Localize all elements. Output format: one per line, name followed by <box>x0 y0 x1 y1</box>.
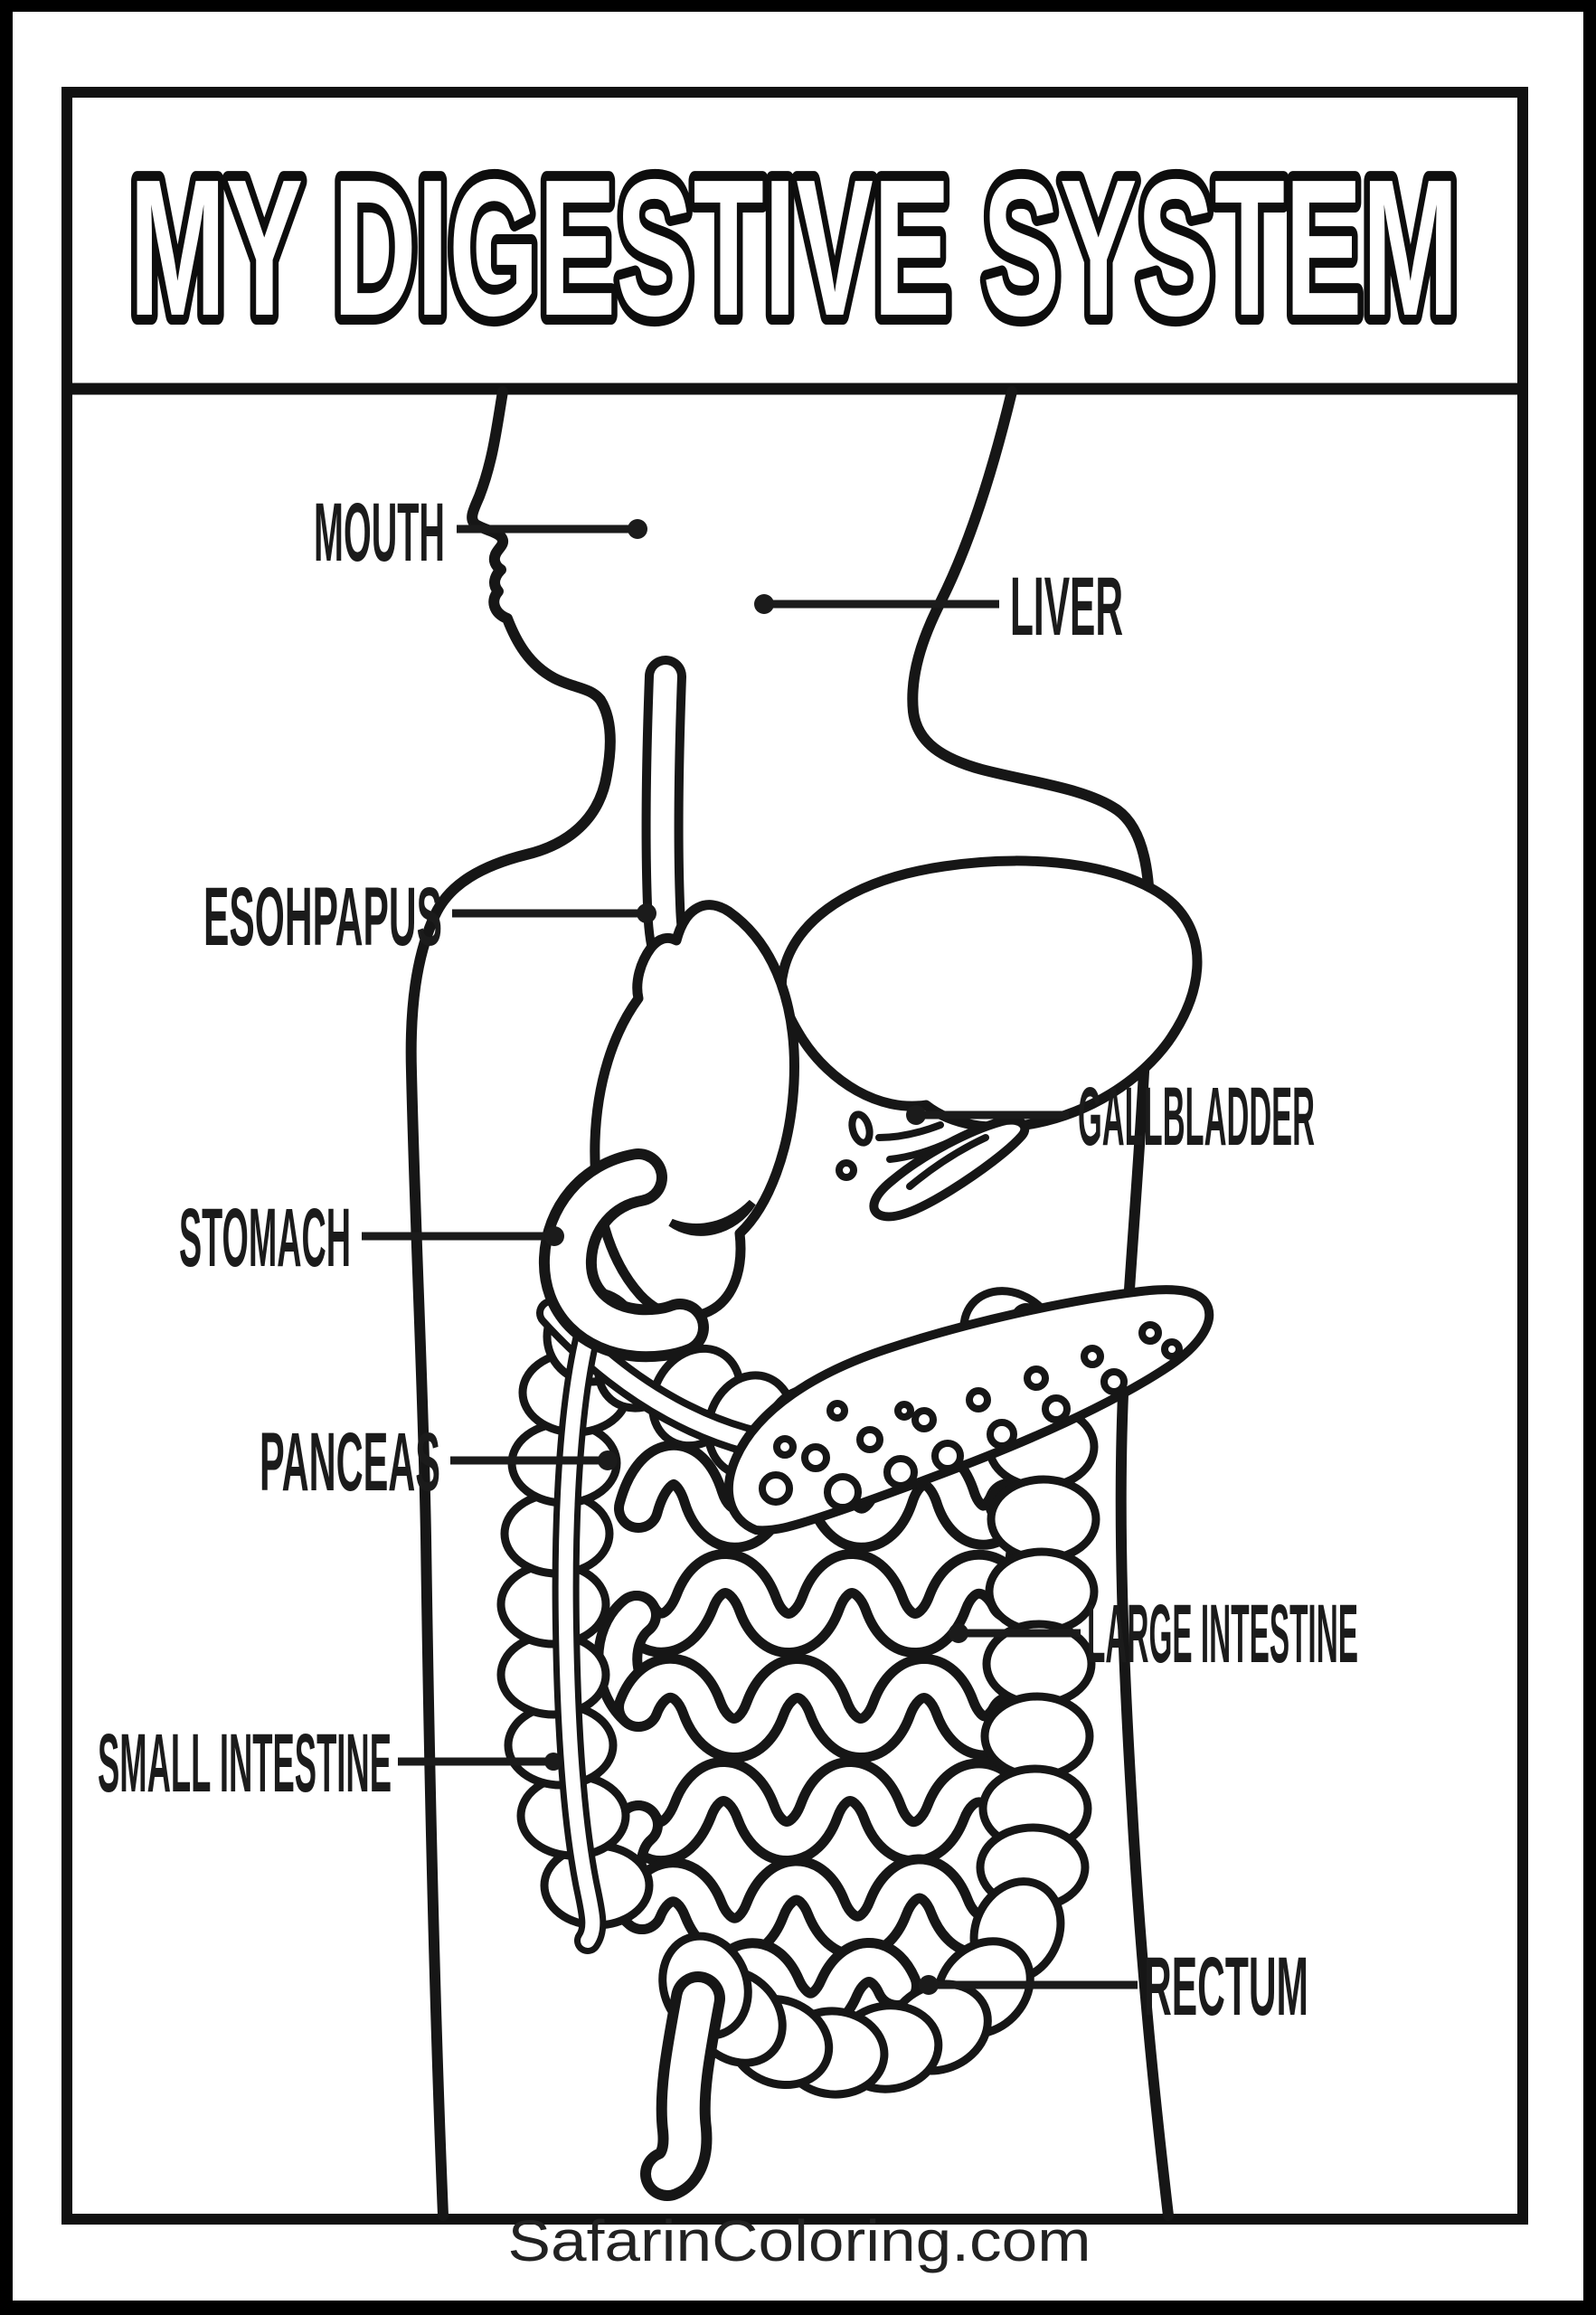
label-esophagus: ESOHPAPUS <box>203 871 442 963</box>
esophagus-leader <box>452 903 656 923</box>
label-stomach: STOMACH <box>179 1192 351 1284</box>
mouth-leader <box>457 519 647 539</box>
pancreas-texture-dots <box>759 1321 1183 1511</box>
watermark: SafarinColoring.com <box>508 2208 1091 2273</box>
gallbladder-shape <box>836 1110 1030 1222</box>
label-large-intestine: LARGE INTESTINE <box>1087 1588 1358 1680</box>
liver-leader <box>754 594 999 614</box>
label-small-intestine: SMALL INTESTINE <box>98 1717 392 1809</box>
rectum-leader <box>919 1975 1138 1995</box>
large-intestine-leader <box>949 1623 1081 1643</box>
face-profile-line <box>405 386 616 2221</box>
label-mouth: MOUTH <box>314 487 445 579</box>
liver-shape <box>776 855 1203 1132</box>
label-rectum: RECTUM <box>1144 1941 1308 2033</box>
gallbladder-leader <box>906 1105 1069 1125</box>
stomach-shape <box>590 900 799 1322</box>
rectum-shape <box>640 1971 725 2201</box>
pancreas-leader <box>450 1450 618 1470</box>
bile-droplets <box>836 1110 874 1181</box>
stomach-highlight-crescent <box>668 1199 756 1236</box>
small-intestine-outlines <box>593 1440 1055 2037</box>
duodenum-shape <box>538 1148 709 1363</box>
page-frame <box>61 87 1528 2225</box>
organ-labels: MOUTH LIVER ESOHPAPUS GALLBLADDER STOMAC… <box>98 487 1358 2033</box>
bile-duct-lines <box>875 1121 955 1163</box>
label-liver: LIVER <box>1010 561 1123 653</box>
esophagus-tube <box>641 656 697 988</box>
small-intestine-shape <box>593 1440 1055 2037</box>
label-gallbladder: GALLBLADDER <box>1078 1071 1315 1163</box>
small-intestine-leader <box>398 1753 562 1771</box>
stomach-leader <box>362 1226 564 1246</box>
page-title: MY DIGESTIVE SYSTEM <box>129 138 1459 356</box>
leader-lines <box>362 519 1138 1995</box>
pancreas-shape <box>723 1285 1214 1535</box>
label-pancreas: PANCEAS <box>260 1416 440 1508</box>
